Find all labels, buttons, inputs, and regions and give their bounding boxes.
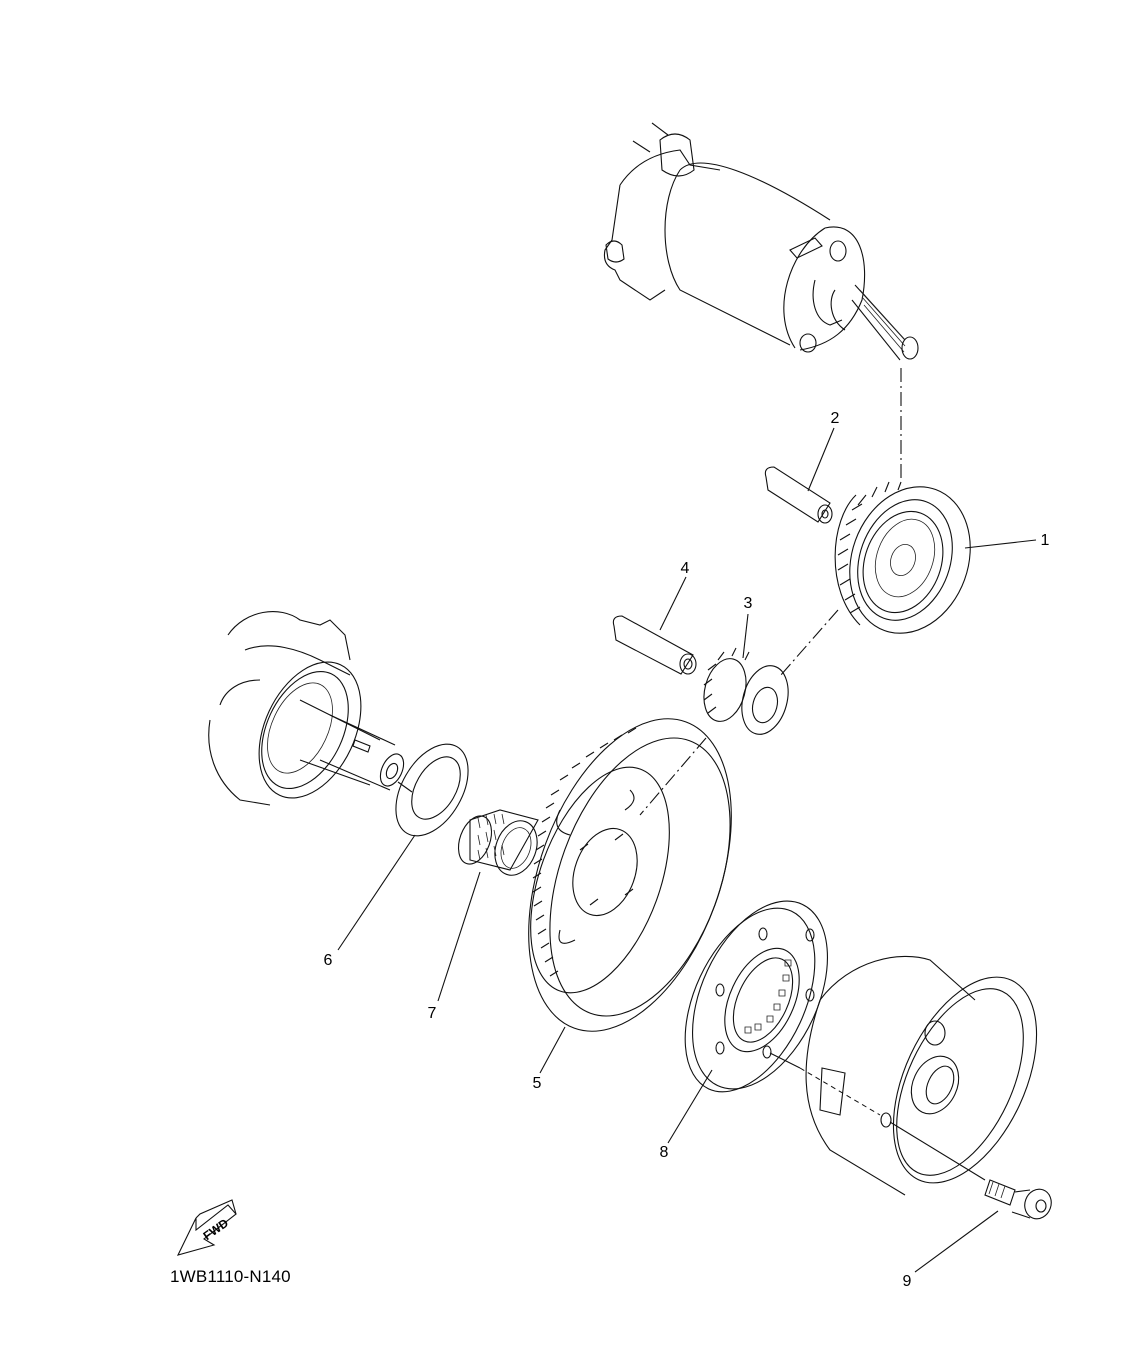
- callout-7: 7: [427, 1005, 437, 1022]
- part-5-starter-wheel-gear: [528, 718, 732, 1074]
- part-8-starter-clutch: [667, 900, 828, 1144]
- part-3-idle-gear: [639, 609, 839, 816]
- callout-9: 9: [902, 1273, 912, 1290]
- part-9-bolt: [914, 1179, 1052, 1273]
- callout-1: 1: [1040, 532, 1050, 549]
- rotor: [799, 955, 1038, 1196]
- callout-6: 6: [323, 952, 333, 969]
- fwd-arrow-icon: FWD: [176, 1199, 237, 1256]
- diagram-code: 1WB1110-N140: [170, 1267, 291, 1286]
- starter-motor: [603, 122, 919, 482]
- callout-8: 8: [659, 1144, 669, 1161]
- part-7-needle-bearing: [437, 809, 539, 1002]
- part-2-shaft: [764, 427, 835, 524]
- callout-3: 3: [743, 595, 753, 612]
- callout-2: 2: [830, 410, 840, 427]
- callout-4: 4: [680, 560, 690, 577]
- part-4-shaft: [612, 576, 697, 675]
- part-1-idle-gear: [834, 481, 1037, 634]
- part-6-washer: [337, 743, 469, 951]
- callout-5: 5: [532, 1075, 542, 1092]
- crankshaft: [208, 611, 413, 806]
